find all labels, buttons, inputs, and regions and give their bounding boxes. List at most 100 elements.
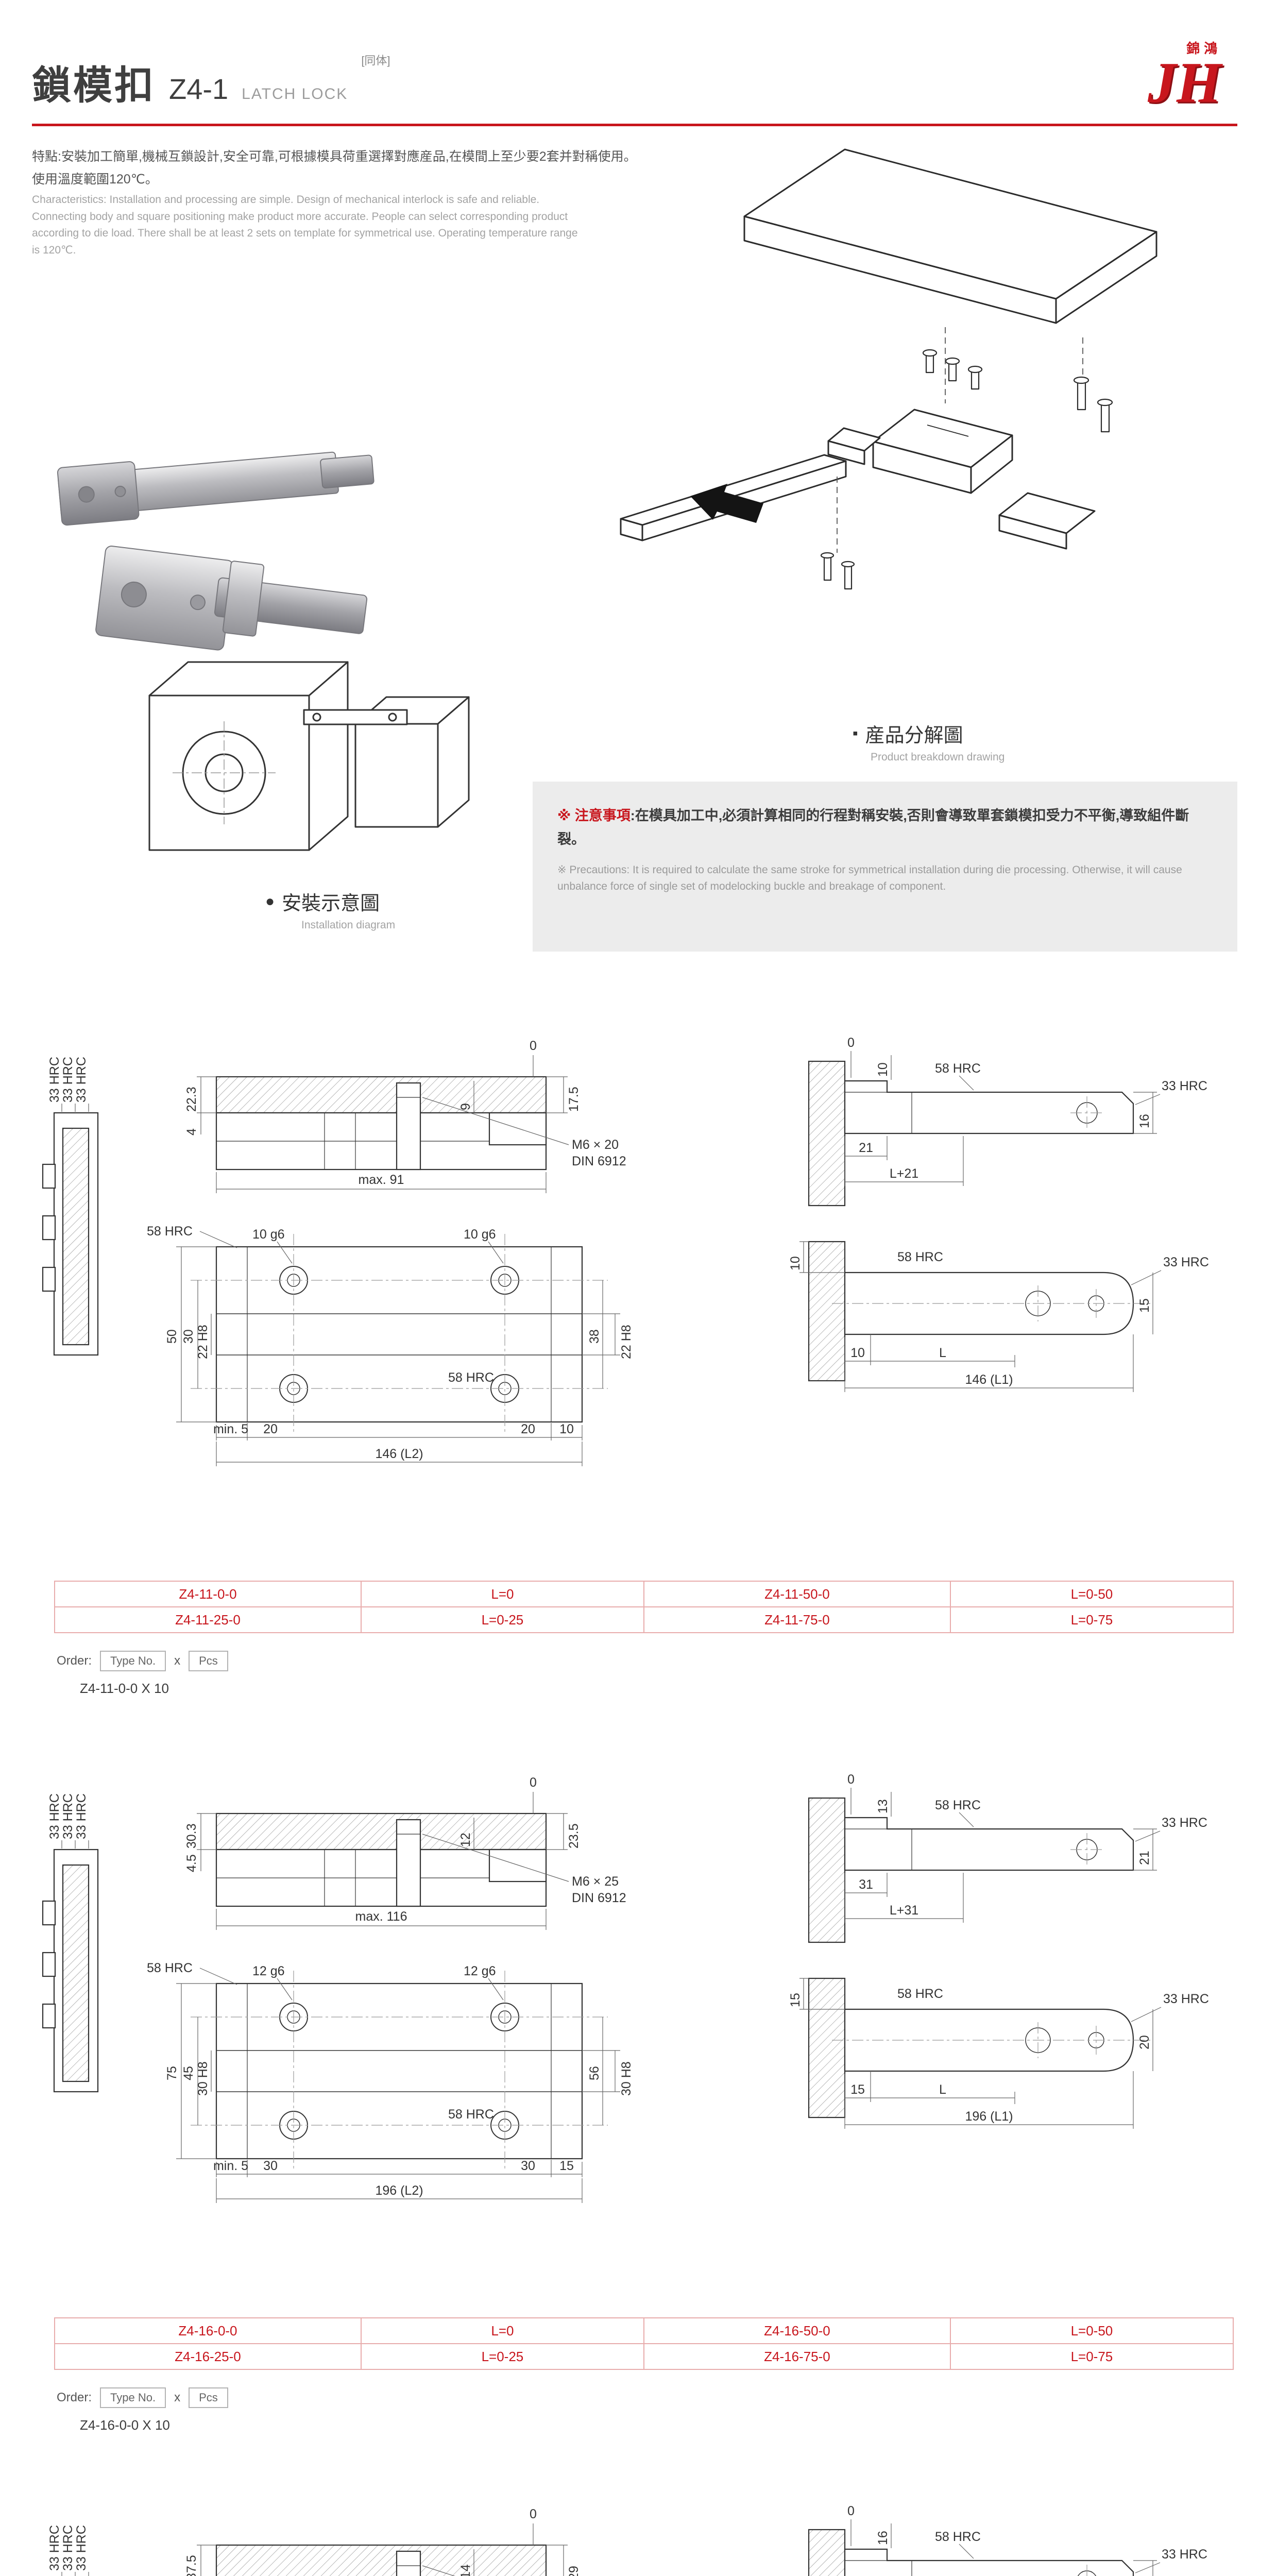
latch-lock-photo-shapes — [57, 451, 374, 651]
stroke-zero-label: 0 — [847, 1036, 855, 1050]
order-example: Z4-11-0-0 X 10 — [80, 1681, 169, 1696]
stroke-length-label: L — [939, 1346, 946, 1360]
stroke-cell: L=0-50 — [949, 2317, 1234, 2344]
breakdown-figure-label: ▪ 産品分解圖 — [853, 719, 963, 748]
dim-label: 16 — [1137, 1114, 1152, 1128]
dim-label: 20 — [1137, 2035, 1152, 2049]
dimension-lines — [61, 1788, 1162, 2203]
direction-arrow-icon — [690, 484, 763, 523]
hrc-label: 58 HRC — [935, 1061, 981, 1076]
dim-label: 13 — [876, 1799, 890, 1814]
drawing-geometry — [42, 1797, 1134, 2160]
centerlines — [191, 1833, 1151, 2172]
hrc-label: 33 HRC — [47, 1057, 62, 1103]
dim-label: 30 H8 — [619, 2061, 634, 2096]
dim-label: 20 — [263, 1422, 278, 1436]
type-no-cell: Z4-11-0-0 — [54, 1581, 362, 1607]
dim-label: 30 — [263, 2159, 278, 2173]
dimension-labels: 33 HRC 33 HRC 33 HRC 30.3 4.5 23.5 12 0 … — [47, 1772, 1209, 2198]
dimension-labels: 33 HRC 33 HRC 33 HRC 37.5 5 29 14 0 max.… — [47, 2504, 1207, 2576]
type-tag: [同体] — [361, 54, 390, 67]
type-no-cell: Z4-11-75-0 — [643, 1606, 951, 1633]
dim-label: 45 — [181, 2066, 196, 2080]
installation-label-cn: 安裝示意圖 — [282, 893, 380, 914]
warning-title: ※ 注意事項 — [557, 808, 631, 823]
hrc-label: 58 HRC — [147, 1224, 193, 1239]
table-row: Z4-11-0-0 L=0 Z4-11-50-0 L=0-50 — [54, 1581, 1234, 1607]
installation-drawing — [148, 661, 470, 851]
order-example: Z4-16-0-0 X 10 — [80, 2417, 170, 2433]
dim-label: 21 — [859, 1141, 873, 1155]
dimension-drawing-svg: 33 HRC 33 HRC 33 HRC 30.3 4.5 23.5 12 0 … — [42, 1772, 1209, 2203]
dimension-lines — [61, 1051, 1162, 1466]
dim-label: 20 — [521, 1422, 535, 1436]
dim-label: 56 — [587, 2066, 602, 2080]
hrc-label: 33 HRC — [61, 2525, 75, 2571]
dimension-drawing: 33 HRC 33 HRC 33 HRC 37.5 5 29 14 0 max.… — [36, 2494, 1216, 2576]
hrc-label: 58 HRC — [935, 2530, 981, 2544]
dimension-drawing: 33 HRC 33 HRC 33 HRC 22.3 4 17.5 9 0 max… — [36, 1025, 1216, 1566]
dim-label: 29 — [567, 2566, 581, 2576]
centerlines — [173, 721, 276, 824]
brand-name-cn: 錦鴻 — [1186, 41, 1222, 56]
hrc-label: 33 HRC — [1163, 1255, 1209, 1269]
max-dim-label: max. 116 — [355, 1909, 407, 1924]
type-no-cell: Z4-16-50-0 — [643, 2317, 951, 2344]
dim-label: 22 H8 — [196, 1325, 210, 1359]
brand-logo: 錦鴻 JH — [1148, 38, 1222, 115]
order-pcs-box: Pcs — [189, 1651, 228, 1671]
type-no-cell: Z4-11-50-0 — [643, 1581, 951, 1607]
hrc-label: 33 HRC — [61, 1793, 75, 1839]
page-subtitle: LATCH LOCK — [242, 86, 348, 103]
stroke-zero-label: 0 — [530, 1039, 537, 1053]
pin-dia-label: 10 g6 — [252, 1227, 285, 1242]
brand-name-en: JH — [1148, 51, 1222, 115]
dim-label: 37.5 — [184, 2555, 199, 2576]
screw-icons — [820, 552, 855, 590]
dimension-labels: 33 HRC 33 HRC 33 HRC 22.3 4 17.5 9 0 max… — [47, 1036, 1209, 1461]
dim-label: 4.5 — [184, 1854, 199, 1872]
hrc-label: 33 HRC — [61, 1057, 75, 1103]
dim-label: 10 — [788, 1256, 803, 1270]
hrc-label: 33 HRC — [74, 1793, 89, 1839]
hrc-label: 58 HRC — [448, 1370, 494, 1385]
drawing-geometry — [42, 1060, 1134, 1423]
stroke-length-label: L+31 — [890, 1903, 918, 1918]
intro-text-cn: 特點:安裝加工簡單,機械互鎖設計,安全可靠,可根據模具荷重選擇對應産品,在模間上… — [32, 149, 637, 187]
dim-label: 30 — [181, 1329, 196, 1344]
size-table: Z4-11-0-0 L=0 Z4-11-50-0 L=0-50 Z4-11-25… — [54, 1581, 1234, 1633]
stroke-cell: L=0-25 — [360, 2343, 644, 2370]
warning-box: ※ 注意事項:在模具加工中,必須計算相同的行程對稱安裝,否則會導致單套鎖模扣受力… — [533, 782, 1237, 952]
hrc-label: 58 HRC — [897, 1987, 943, 2001]
stroke-length-label: L+21 — [890, 1166, 918, 1181]
order-label: Order: — [57, 2391, 92, 2404]
centerlines — [1086, 2565, 1087, 2576]
exploded-parts — [620, 148, 1157, 590]
dim-label: 30 — [521, 2159, 535, 2173]
pin-dia-label: 12 g6 — [464, 1964, 496, 1978]
dim-label: 4 — [184, 1128, 199, 1136]
hrc-label: 33 HRC — [1162, 2547, 1207, 2562]
dim-label: 21 — [1137, 1851, 1152, 1865]
centerlines — [191, 1096, 1151, 1435]
order-type-no-box: Type No. — [100, 2387, 166, 2408]
order-pcs-box: Pcs — [189, 2387, 228, 2408]
dim-label: 10 — [876, 1062, 890, 1077]
hrc-label: 58 HRC — [935, 1798, 981, 1812]
order-times-label: x — [174, 2391, 181, 2404]
type-no-cell: Z4-11-25-0 — [54, 1606, 362, 1633]
dim-label: 15 — [1137, 1298, 1152, 1313]
dim-label: 22.3 — [184, 1087, 199, 1112]
overall-length-label: 196 (L1) — [965, 2109, 1013, 2124]
dim-label: 16 — [876, 2531, 890, 2545]
square-bullet-icon: ▪ — [853, 724, 858, 742]
stroke-cell: L=0-25 — [360, 1606, 644, 1633]
breakdown-label-en: Product breakdown drawing — [871, 751, 1005, 763]
size-table: Z4-16-0-0 L=0 Z4-16-50-0 L=0-50 Z4-16-25… — [54, 2317, 1234, 2370]
hrc-label: 58 HRC — [147, 1961, 193, 1975]
stroke-zero-label: 0 — [530, 2507, 537, 2521]
hrc-label: 33 HRC — [1162, 1816, 1207, 1830]
hrc-label: 33 HRC — [1163, 1992, 1209, 2006]
product-photo — [57, 451, 374, 651]
